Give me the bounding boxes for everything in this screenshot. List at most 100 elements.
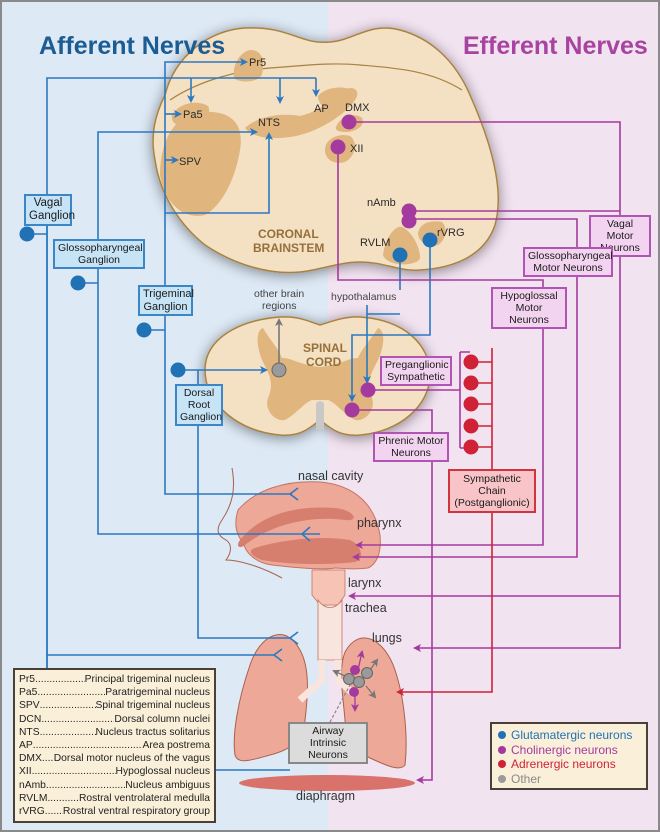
preganglionic-to-chain xyxy=(370,351,470,449)
abbreviation-value: Dorsal motor nucleus of the vagus xyxy=(53,753,210,765)
abbreviation-row: DCN.....................................… xyxy=(19,713,210,726)
vagal-ganglion-neuron xyxy=(19,226,35,242)
preganglionic-neuron xyxy=(360,382,376,398)
airway-intrinsic-line1: Airway Intrinsic xyxy=(309,725,347,750)
namb-glosso-motor xyxy=(352,218,578,561)
abbreviation-value: Area postrema xyxy=(142,740,210,752)
chain-trunk xyxy=(396,348,493,696)
drg-line2: Root xyxy=(187,399,211,412)
nucleus-label-nts: NTS xyxy=(258,117,280,129)
nucleus-label-pa5: Pa5 xyxy=(183,109,203,121)
rvrg-to-phrenic xyxy=(348,240,431,402)
other-brain-label-line2: regions xyxy=(262,300,296,312)
intrinsic-cholinergic-1 xyxy=(350,665,360,675)
intrinsic-other-3 xyxy=(361,667,373,679)
hypothalamus-label: hypothalamus xyxy=(331,291,396,303)
sympathetic-chain-box: Sympathetic Chain (Postganglionic) xyxy=(448,469,536,514)
legend-label: Other xyxy=(511,771,542,786)
nucleus-label-spv: SPV xyxy=(179,156,202,168)
abbreviation-key: Pa5 xyxy=(19,687,38,699)
trigeminal-ganglion-box: Trigeminal Ganglion xyxy=(138,285,194,317)
abbreviation-leader-dots: ........................................… xyxy=(37,687,105,699)
abbreviation-key: rVRG xyxy=(19,806,45,818)
vagal-motor-line1: Vagal Motor xyxy=(606,218,634,243)
abbreviation-row: XII.....................................… xyxy=(19,765,210,778)
chain-neuron-1 xyxy=(463,354,479,370)
drg-line3: Ganglion xyxy=(180,411,223,424)
abbreviation-row: SPV.....................................… xyxy=(19,699,210,712)
legend-item: Glutamatergic neurons xyxy=(498,728,640,743)
pharynx-ending-fork xyxy=(300,526,311,542)
vagal-ganglion-line1: Vagal xyxy=(33,197,63,209)
brainstem-label-line1: CORONAL xyxy=(258,227,319,241)
abbreviation-leader-dots: ........................................… xyxy=(41,713,114,725)
chain-neuron-4 xyxy=(463,418,479,434)
trigeminal-trunk xyxy=(164,58,248,328)
trigeminal-ganglion-neuron xyxy=(136,322,152,338)
abbreviation-key: Pr5 xyxy=(19,674,36,685)
vagal-ganglion-line2: Ganglion xyxy=(29,210,76,223)
airway-intrinsic-cluster xyxy=(329,650,379,723)
abbreviation-value: Paratrigeminal nucleus xyxy=(105,687,210,699)
spinal-label-line1: SPINAL xyxy=(303,341,347,355)
abbreviation-value: Rostral ventrolateral medulla xyxy=(78,792,210,804)
abbreviation-value: Nucleus ambiguus xyxy=(125,779,210,791)
abbreviation-key: RVLM xyxy=(19,792,48,804)
dorsal-root-ganglion-box: Dorsal Root Ganglion xyxy=(175,384,223,427)
abbreviation-value: Spinal trigeminal nucleus xyxy=(95,700,210,712)
chain-neuron-3 xyxy=(463,396,479,412)
sympathetic-chain-line1: Sympathetic xyxy=(463,473,521,485)
nasal-ending-fork xyxy=(288,487,299,501)
trachea-label: trachea xyxy=(345,601,387,615)
glosso-afferent-to-nts xyxy=(97,128,258,282)
hypoglossal-motor-line2: Motor Neurons xyxy=(509,302,549,327)
ap-region xyxy=(318,87,353,112)
abbreviation-key: NTS xyxy=(19,726,40,738)
rvrg-neuron xyxy=(422,232,438,248)
abbreviation-key: nAmb xyxy=(19,779,46,791)
preganglionic-sympathetic-box: Preganglionic Sympathetic xyxy=(380,356,452,387)
legend-label: Cholinergic neurons xyxy=(511,742,618,757)
spinal-other-neuron xyxy=(271,362,287,378)
intrinsic-other-1 xyxy=(343,673,355,685)
abbreviation-value: Rostral ventral respiratory group xyxy=(62,806,210,818)
nucleus-label-rvrg: rVRG xyxy=(437,227,465,239)
legend-label: Adrenergic neurons xyxy=(511,757,616,771)
abbreviation-leader-dots: ........................................… xyxy=(44,806,63,818)
other-brain-label-line1: other brain xyxy=(254,288,304,300)
abbreviation-leader-dots: ........................................… xyxy=(35,674,85,685)
glossopharyngeal-ganglion-box: Glossopharyngeal Ganglion xyxy=(53,239,145,270)
nucleus-label-rvlm: RVLM xyxy=(360,237,390,249)
abbreviation-value: Hypoglossal nucleus xyxy=(115,766,210,778)
trachea-shape xyxy=(317,598,343,661)
abbreviation-key: XII xyxy=(19,766,32,778)
intrinsic-arrow-4 xyxy=(365,685,377,699)
rvlm-region xyxy=(383,226,420,265)
diaphragm-shape xyxy=(239,775,415,791)
namb-neuron-2 xyxy=(401,213,417,229)
lungs-label: lungs xyxy=(372,631,402,645)
pr5-region xyxy=(233,50,264,82)
abbreviations-table: Pr5.....................................… xyxy=(13,668,216,823)
abbreviation-leader-dots: ........................................… xyxy=(41,753,54,765)
hypoglossal-motor-neurons-box: Hypoglossal Motor Neurons xyxy=(491,287,567,330)
abbreviation-key: DCN xyxy=(19,713,42,725)
larynx-shape xyxy=(311,569,346,606)
intrinsic-dotted-line xyxy=(329,684,351,723)
nasal-cavity-inner xyxy=(237,507,354,548)
bronchi xyxy=(297,660,358,703)
preganglionic-line1: Preganglionic xyxy=(385,359,449,371)
phrenic-motor-neurons-box: Phrenic Motor Neurons xyxy=(373,432,449,463)
trigeminal-ganglion-line2: Ganglion xyxy=(143,300,188,313)
oral-cavity-inner xyxy=(250,537,362,565)
nts-region xyxy=(245,88,358,139)
phrenic-motor-line1: Phrenic Motor xyxy=(378,435,444,447)
abbreviation-row: rVRG....................................… xyxy=(19,805,210,818)
glosso-motor-line1: Glossopharyngeal xyxy=(528,250,613,262)
airway-intrinsic-line2: Neurons xyxy=(308,749,348,762)
neuron-cells xyxy=(19,114,479,455)
legend-dot-icon xyxy=(498,774,506,783)
vagal-ganglion-box: Vagal Ganglion xyxy=(24,194,76,227)
legend-dot-icon xyxy=(498,745,506,754)
